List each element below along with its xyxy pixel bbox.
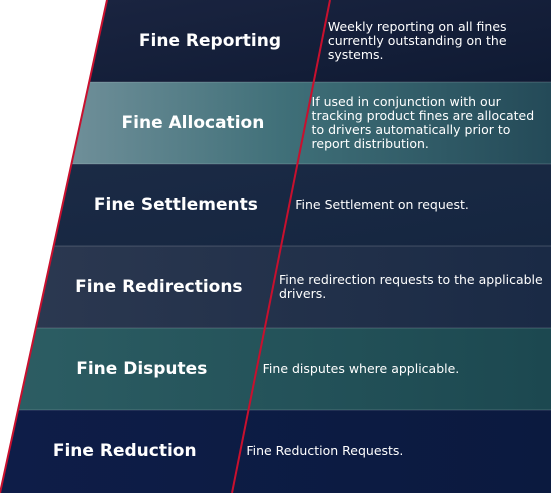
tier-description-text: Fine disputes where applicable. [262, 361, 460, 376]
tier-description-text: If used in conjunction with our tracking… [311, 94, 535, 151]
pyramid-divider-line [231, 0, 331, 493]
pyramid-left-edge [0, 0, 108, 493]
tier-description-text: Weekly reporting on all fines currently … [327, 19, 507, 62]
tier-band [89, 0, 551, 82]
tier-fine-allocation: Fine Allocation If used in conjunction w… [0, 82, 551, 164]
tier-title: Fine Allocation [121, 113, 265, 133]
tier-band [18, 328, 551, 410]
tier-description: Fine Reduction Requests. [246, 410, 545, 492]
tier-title: Fine Reporting [138, 31, 281, 51]
tier-description-text: Fine redirection requests to the applica… [278, 272, 543, 301]
tier-description: Fine disputes where applicable. [263, 328, 545, 410]
tier-fine-reduction: Fine Reduction Fine Reduction Requests. [0, 410, 551, 492]
tier-title: Fine Reduction [52, 441, 197, 461]
tier-fine-redirections: Fine Redirections Fine redirection reque… [0, 246, 551, 328]
tier-band [0, 410, 551, 493]
tier-description-text: Fine Settlement on request. [295, 197, 469, 212]
tier-description: Fine redirection requests to the applica… [279, 246, 545, 328]
tier-band [35, 246, 551, 328]
tier-title: Fine Disputes [76, 359, 208, 379]
tier-description-text: Fine Reduction Requests. [246, 443, 404, 458]
tier-fine-settlements: Fine Settlements Fine Settlement on requ… [0, 164, 551, 246]
tier-description: If used in conjunction with our tracking… [312, 82, 545, 164]
tier-band [53, 164, 551, 246]
tier-band [71, 82, 551, 164]
tier-title: Fine Redirections [75, 277, 243, 297]
tier-description: Fine Settlement on request. [295, 164, 545, 246]
tier-description: Weekly reporting on all fines currently … [328, 0, 545, 82]
tier-fine-disputes: Fine Disputes Fine disputes where applic… [0, 328, 551, 410]
tier-fine-reporting: Fine Reporting Weekly reporting on all f… [0, 0, 551, 82]
tier-title: Fine Settlements [93, 195, 258, 215]
